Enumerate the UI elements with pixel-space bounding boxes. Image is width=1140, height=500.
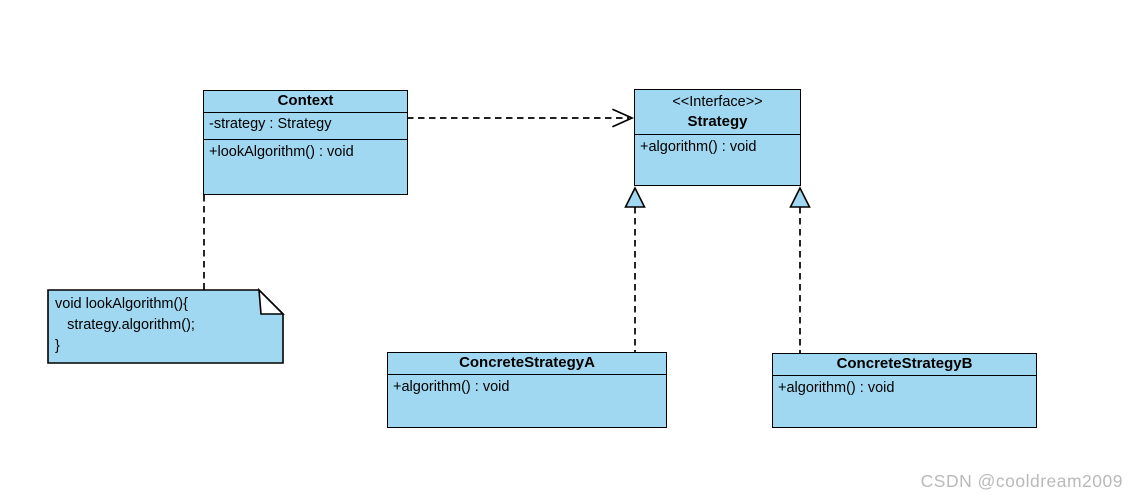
- title-compartment-strategy: <<Interface>> Strategy: [635, 90, 800, 134]
- note-code-line-2: strategy.algorithm();: [55, 317, 195, 333]
- attribute-strategy: -strategy : Strategy: [209, 116, 332, 132]
- class-name-strategy: Strategy: [687, 113, 748, 130]
- methods-compartment-context: +lookAlgorithm() : void: [204, 139, 407, 194]
- methods-compartment-concrete-b: +algorithm() : void: [773, 375, 1036, 427]
- method-algorithm-strategy: +algorithm() : void: [640, 139, 757, 155]
- class-name-concrete-strategy-a: ConcreteStrategyA: [459, 354, 595, 371]
- methods-compartment-concrete-a: +algorithm() : void: [388, 374, 666, 427]
- method-algorithm-concrete-b: +algorithm() : void: [778, 380, 895, 396]
- note-code-line-3: }: [55, 338, 60, 354]
- class-box-strategy: <<Interface>> Strategy +algorithm() : vo…: [634, 89, 801, 186]
- methods-compartment-strategy: +algorithm() : void: [635, 134, 800, 185]
- class-box-concrete-strategy-b: ConcreteStrategyB +algorithm() : void: [772, 353, 1037, 428]
- class-name-context: Context: [277, 92, 334, 109]
- class-box-context: Context -strategy : Strategy +lookAlgori…: [203, 90, 408, 195]
- note-code-text: void lookAlgorithm(){ strategy.algorithm…: [55, 294, 277, 357]
- stereotype-interface: <<Interface>>: [672, 94, 763, 110]
- method-algorithm-concrete-a: +algorithm() : void: [393, 379, 510, 395]
- note-code-line-1: void lookAlgorithm(){: [55, 296, 188, 312]
- class-name-concrete-strategy-b: ConcreteStrategyB: [836, 355, 973, 372]
- method-lookalgorithm: +lookAlgorithm() : void: [209, 144, 354, 160]
- realization-triangle-icon-b: [789, 186, 811, 208]
- dependency-arrowhead-icon: [612, 108, 635, 128]
- csdn-watermark: CSDN @cooldream2009: [920, 471, 1123, 491]
- attributes-compartment-context: -strategy : Strategy: [204, 112, 407, 139]
- class-box-concrete-strategy-a: ConcreteStrategyA +algorithm() : void: [387, 352, 667, 428]
- realization-triangle-icon-a: [624, 186, 646, 208]
